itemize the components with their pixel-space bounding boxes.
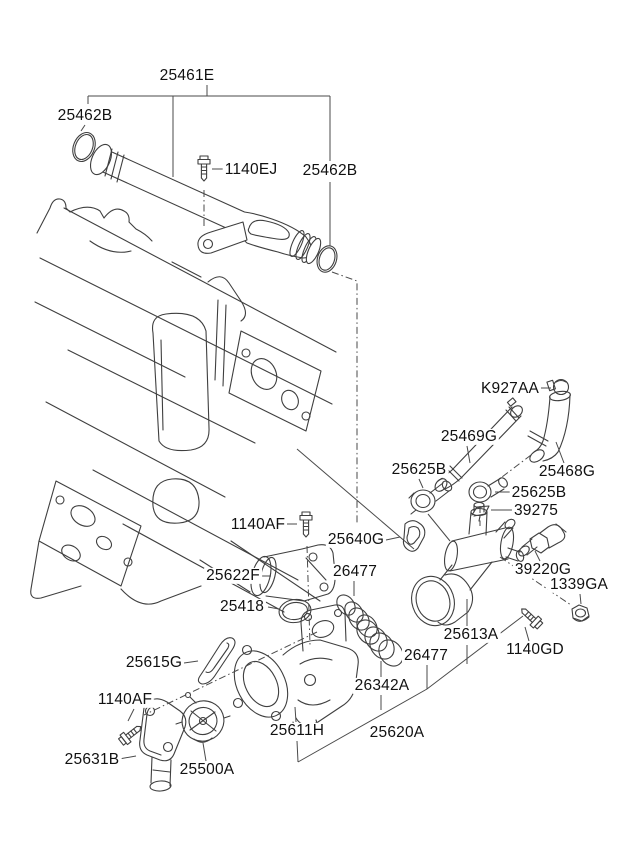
part-label-25613a: 25613A xyxy=(441,625,501,644)
part-label-25620a: 25620A xyxy=(367,723,427,742)
fitting-25625b-right xyxy=(469,476,509,502)
part-label-1140gd: 1140GD xyxy=(504,640,566,659)
clamp-k927aa xyxy=(547,380,569,395)
part-label-25462b-right: 25462B xyxy=(300,161,360,180)
part-label-26477-bottom: 26477 xyxy=(401,646,451,665)
part-label-1140af-top: 1140AF xyxy=(228,515,288,534)
part-label-25622f: 25622F xyxy=(204,566,262,585)
part-label-1140ej: 1140EJ xyxy=(222,160,280,179)
part-label-1140af-bottom: 1140AF xyxy=(95,690,155,709)
seal-rings-26342a xyxy=(352,616,408,671)
bolt-1140af-top xyxy=(299,511,313,538)
part-label-25469g: 25469G xyxy=(438,427,500,446)
inlet-fitting-25631b xyxy=(140,699,186,792)
engine-block-drawing xyxy=(31,199,414,612)
part-label-25462b-left: 25462B xyxy=(55,106,115,125)
sensor-39220g xyxy=(517,524,566,558)
gasket-25640g xyxy=(403,521,424,552)
part-label-25640g: 25640G xyxy=(325,530,387,549)
o-ring-25418 xyxy=(278,597,313,624)
part-label-25461e: 25461E xyxy=(157,66,217,85)
nut-1339ga xyxy=(572,605,589,621)
part-label-26477-top: 26477 xyxy=(330,562,380,581)
part-label-25625b-right: 25625B xyxy=(509,483,569,502)
fitting-25625b-left xyxy=(409,479,454,541)
part-label-25615g: 25615G xyxy=(123,653,185,672)
part-label-26342a: 26342A xyxy=(352,676,412,695)
part-label-25418: 25418 xyxy=(217,597,267,616)
part-label-1339ga: 1339GA xyxy=(547,575,611,594)
o-ring-25462b-left xyxy=(69,129,100,165)
part-label-25468g: 25468G xyxy=(536,462,598,481)
hose-25469g xyxy=(433,398,525,494)
housing-25613a xyxy=(405,503,525,632)
hose-25468g xyxy=(528,390,571,465)
assembly-axis-lines xyxy=(144,190,571,715)
coolant-pipe-drawing xyxy=(86,141,323,265)
part-label-25625b-left: 25625B xyxy=(389,460,449,479)
part-label-25611h: 25611H xyxy=(267,721,327,740)
part-label-k927aa: K927AA xyxy=(478,379,542,398)
o-ring-25462b-right xyxy=(314,243,340,275)
pipe-mount-bracket xyxy=(198,222,247,253)
bolt-1140ej xyxy=(197,155,211,182)
part-label-39220g: 39220G xyxy=(512,560,574,579)
part-label-25631b: 25631B xyxy=(62,750,122,769)
gasket-25615g xyxy=(198,638,235,684)
part-label-39275: 39275 xyxy=(511,501,561,520)
part-label-25500a: 25500A xyxy=(177,760,237,779)
thermostat-25500a xyxy=(176,693,230,747)
housing-25611h xyxy=(224,605,359,735)
